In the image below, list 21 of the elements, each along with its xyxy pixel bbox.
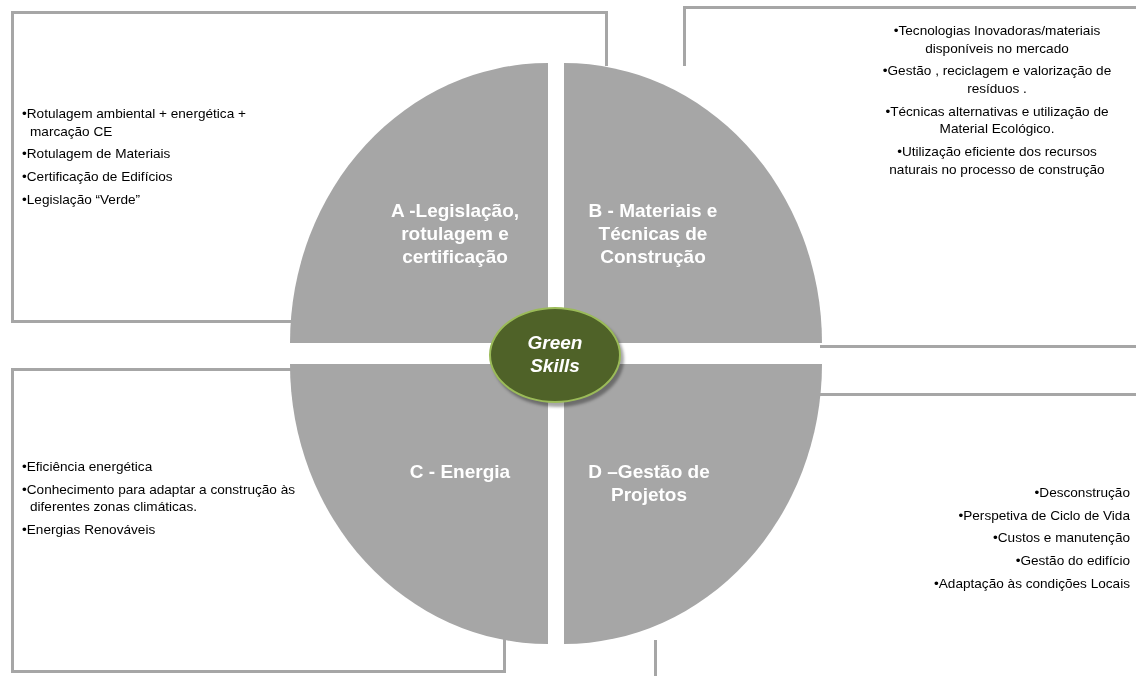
bullet-item: •Legislação “Verde” xyxy=(22,190,142,209)
bullet-item: •Técnicas alternativas e utilização de Material Ecológico. xyxy=(884,102,1110,139)
sector-title: A -Legislação, rotulagem e certificação xyxy=(389,199,521,269)
bullet-item: •Desconstrução xyxy=(1033,484,1130,502)
bullet-item: •Perspetiva de Ciclo de Vida xyxy=(957,506,1130,525)
sector-title: D –Gestão de Projetos xyxy=(587,460,711,507)
bullet-item: •Rotulagem ambiental + energética + marcação CE xyxy=(22,105,247,141)
bullet-item: •Energias Renováveis xyxy=(22,521,157,539)
bullet-item: •Conhecimento para adaptar a construção às diferentes zonas climáticas. xyxy=(22,480,297,516)
sector-title: B - Materiais e Técnicas de Construção xyxy=(587,199,719,269)
bullet-item: •Adaptação às condições Locais xyxy=(933,574,1130,593)
bullet-item: •Rotulagem de Materiais xyxy=(22,145,172,163)
center-title: Green Skills xyxy=(526,332,584,378)
bullet-item: •Gestão , reciclagem e valorização de resíduos . xyxy=(881,62,1113,98)
bullet-item: •Custos e manutenção xyxy=(992,529,1130,547)
bullet-item: •Utilização eficiente dos recursos naturais no processo de construção xyxy=(888,143,1106,179)
sector-title: C - Energia xyxy=(408,460,512,484)
bullet-item: •Tecnologias Inovadoras/materiais disponíveis no mercado xyxy=(892,22,1102,58)
bullet-item: •Eficiência energética xyxy=(22,458,154,476)
bullet-item: •Certificação de Edifícios xyxy=(22,168,174,186)
bullet-item: •Gestão do edifício xyxy=(1014,552,1130,570)
